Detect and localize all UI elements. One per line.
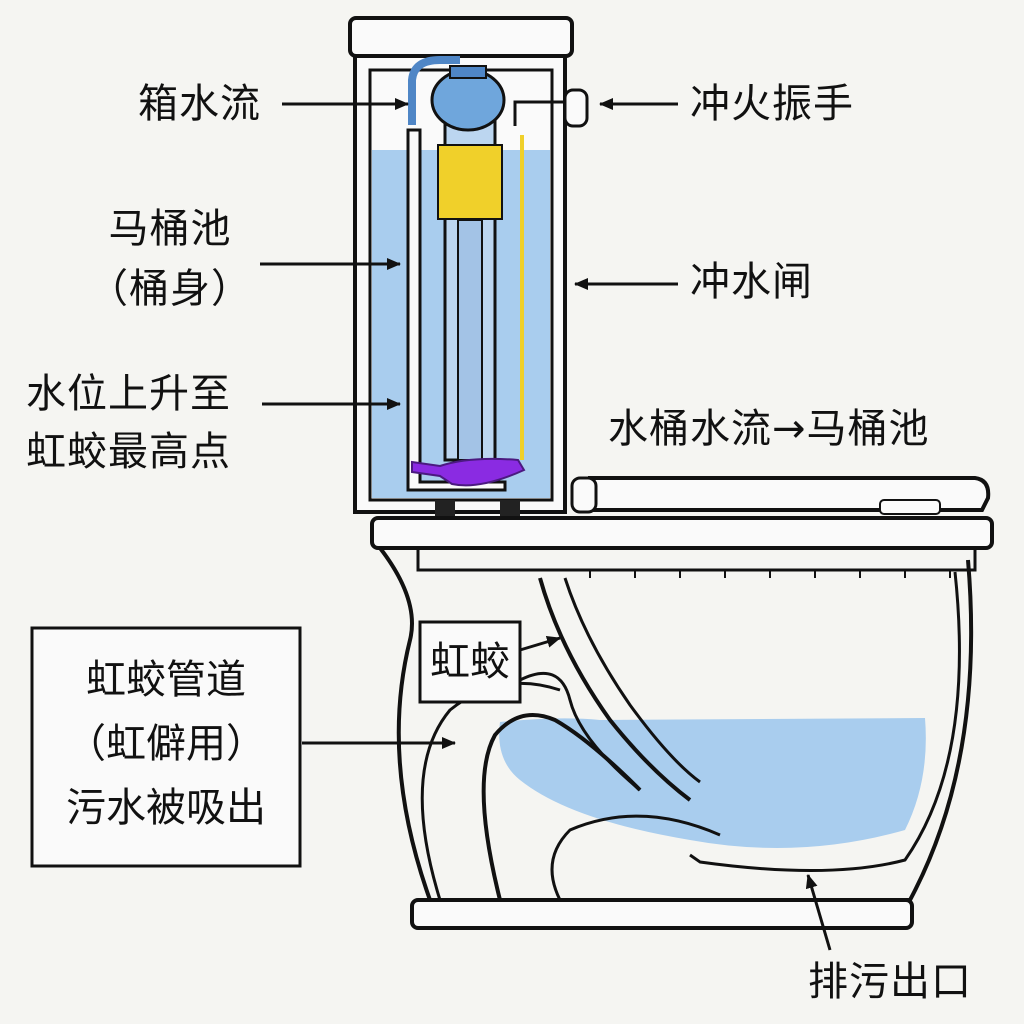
blue-inlet-tube	[408, 56, 460, 125]
label-tank-to-bowl: 水桶水流→马桶池	[608, 406, 930, 452]
siphon-pipe-box	[30, 626, 302, 868]
siphon-label-box	[418, 620, 522, 704]
label-siphon-pipe-line1: 虹蛟管道	[86, 657, 246, 703]
label-siphon-pipe-line2: （虹僻用）	[66, 721, 266, 767]
bowl-rim	[370, 516, 994, 550]
float-cap	[449, 65, 487, 79]
toilet-base	[410, 898, 914, 930]
drain-pipe	[550, 814, 721, 901]
trap-weir	[481, 713, 642, 901]
label-water-rise-line1: 水位上升至	[26, 371, 231, 417]
fill-tube	[406, 128, 507, 492]
flapper	[411, 457, 526, 487]
tank-lid	[348, 16, 574, 58]
arrow-siphon	[519, 635, 561, 652]
valve-stem	[457, 219, 483, 461]
seat-hinge	[570, 476, 598, 514]
rim-channel	[416, 548, 977, 572]
seat-bumper	[879, 499, 941, 515]
siphon-hump	[519, 671, 641, 792]
label-flush-valve: 冲水闸	[690, 259, 813, 305]
bowl-water	[499, 718, 926, 848]
siphon-trapway-inner	[563, 577, 701, 784]
label-bowl-line2: （桶身）	[88, 266, 252, 312]
label-drain-outlet: 排污出口	[808, 959, 972, 1005]
bowl-inner	[689, 571, 961, 873]
label-siphon: 虹蛟	[430, 639, 510, 685]
arrow-drain	[805, 874, 832, 951]
label-bowl-line1: 马桶池	[108, 206, 232, 252]
label-tank-flow: 箱水流	[138, 81, 261, 127]
bowl-outer	[378, 546, 974, 902]
siphon-trapway-outer	[538, 577, 692, 802]
rim-holes	[589, 570, 951, 578]
label-siphon-pipe-line3: 污水被吸出	[66, 785, 266, 831]
flush-handle-knob[interactable]	[563, 88, 589, 128]
flush-handle[interactable]	[513, 100, 570, 126]
label-water-rise-line2: 虹蛟最高点	[26, 429, 231, 475]
label-flush-handle: 冲火振手	[690, 81, 854, 127]
yellow-float	[437, 144, 503, 220]
